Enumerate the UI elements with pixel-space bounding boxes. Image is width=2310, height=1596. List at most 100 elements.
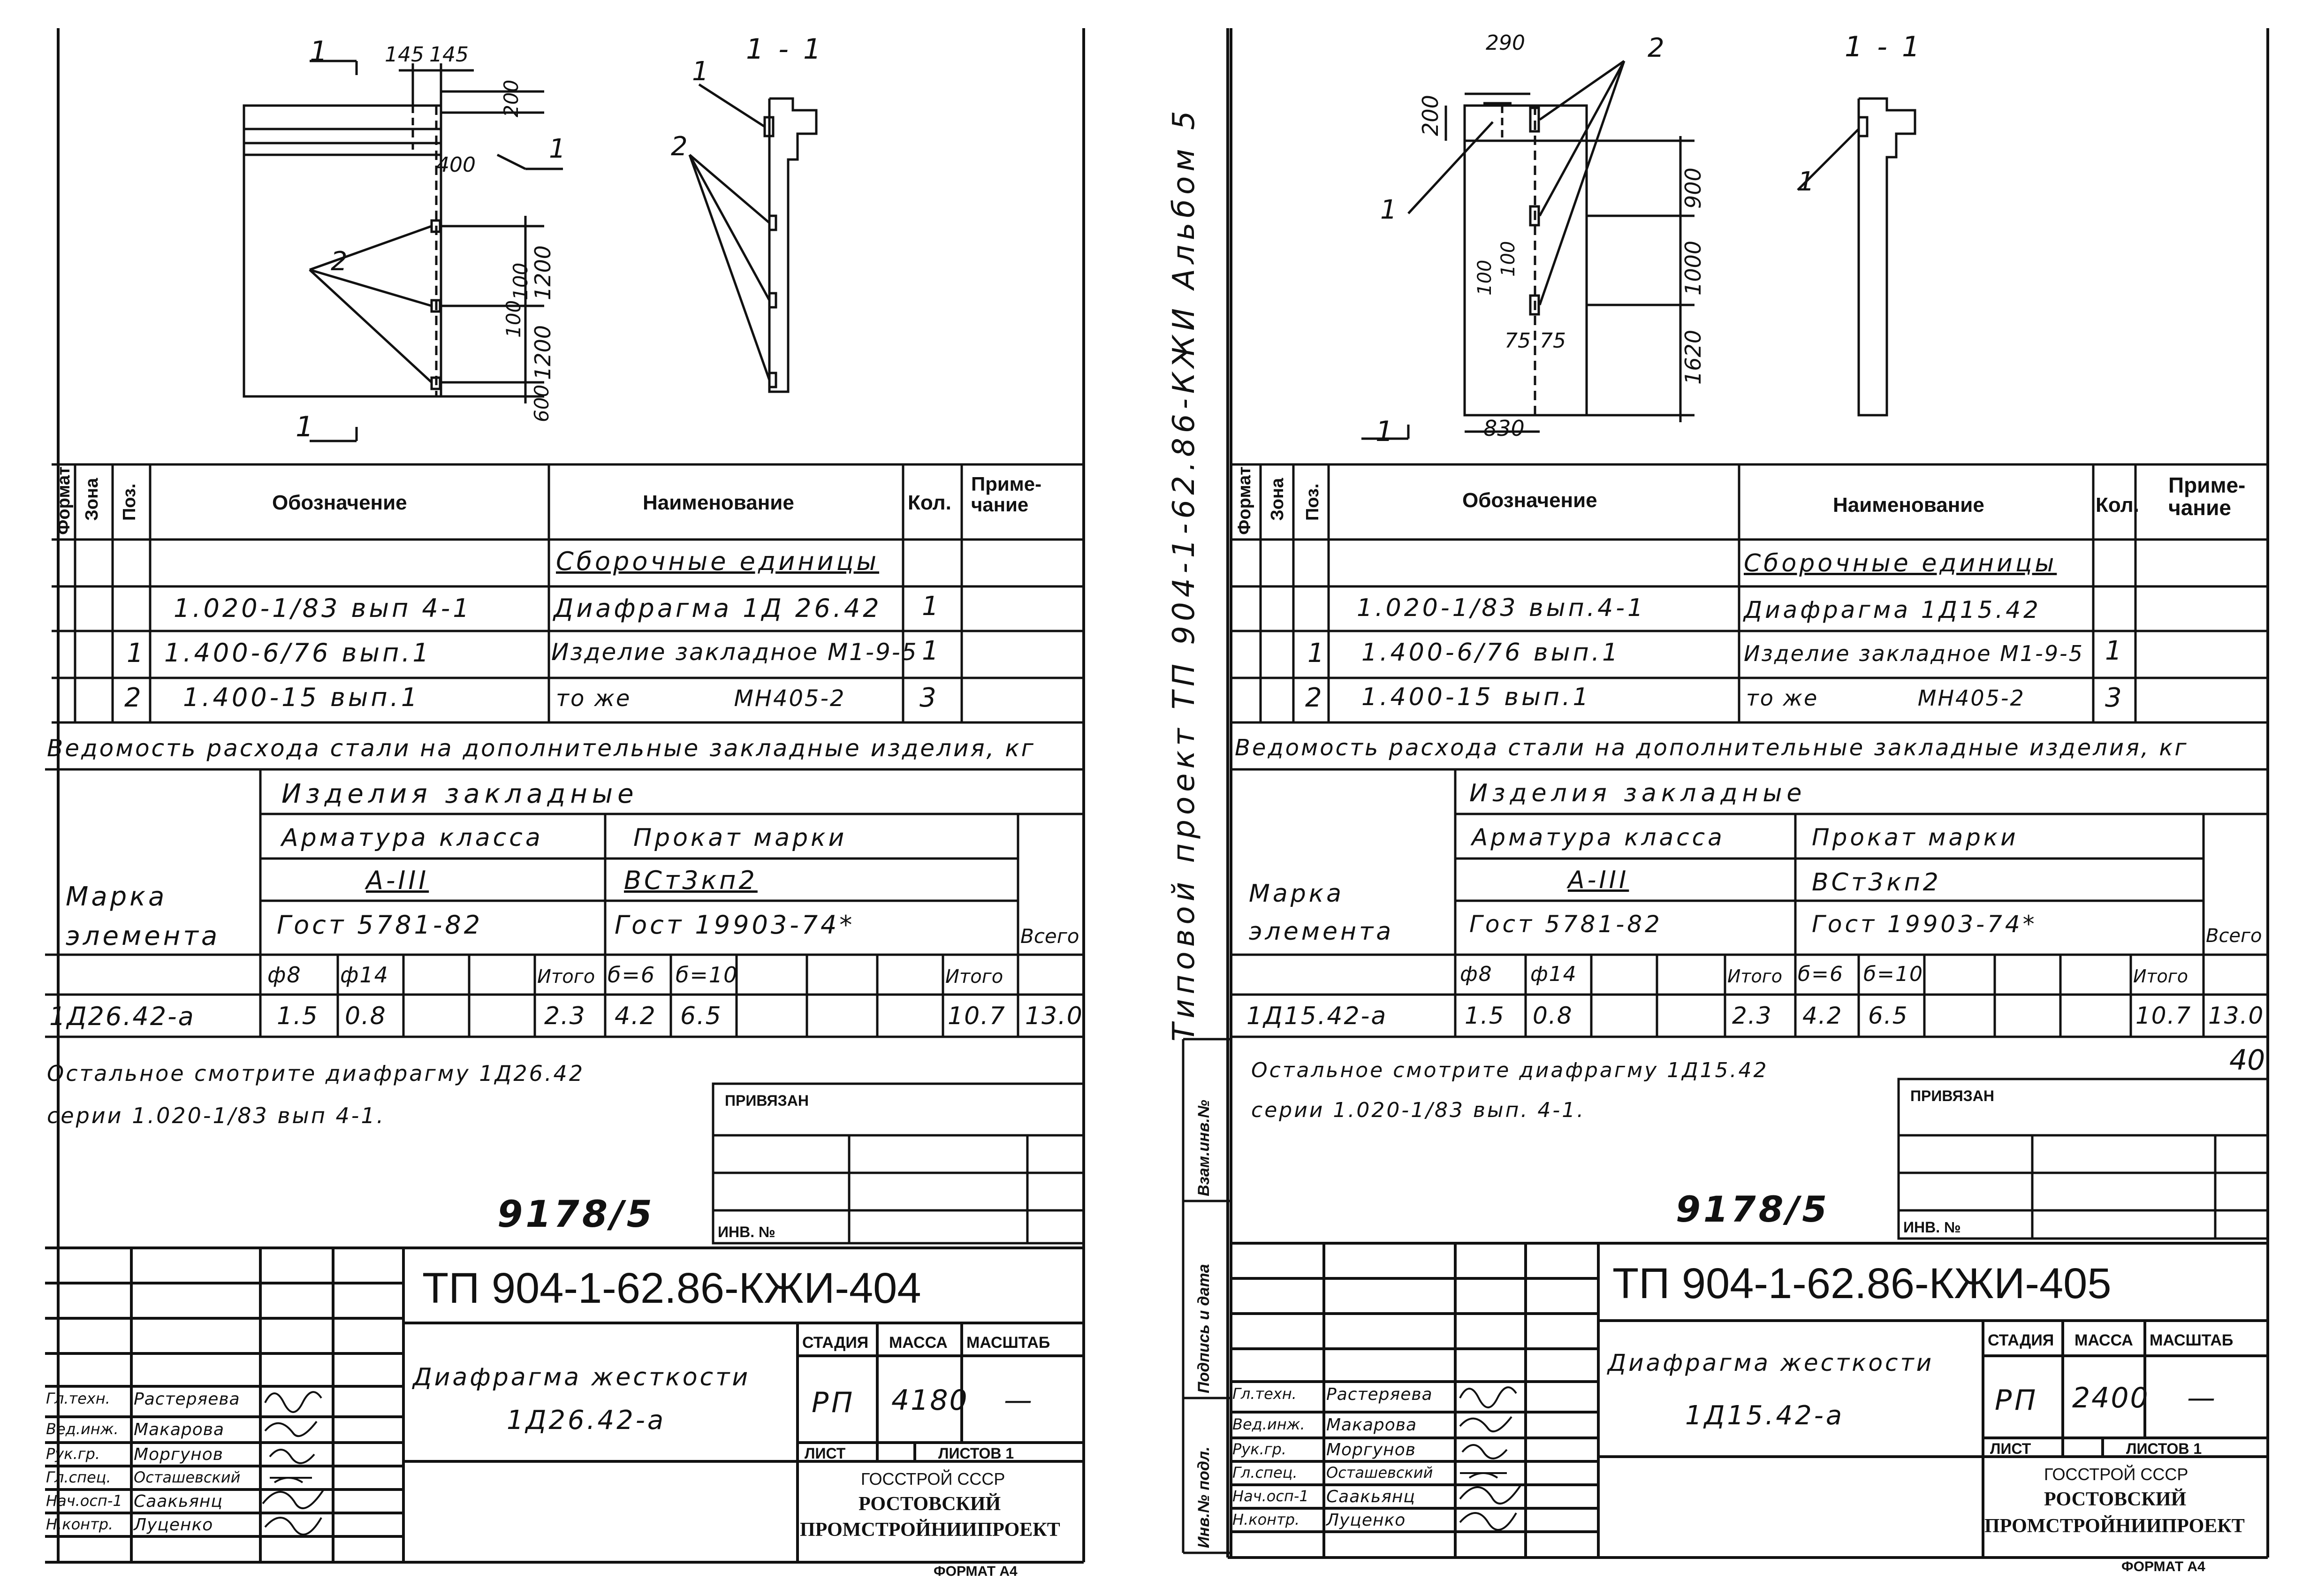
position-1-label: 1 bbox=[549, 134, 569, 164]
steel-rebar-gost: Гост 5781-82 bbox=[1469, 911, 1663, 938]
note-line-1: Остальное смотрите диафрагму 1Д15.42 bbox=[1251, 1058, 1769, 1082]
sheets-label: ЛИСТОВ 1 bbox=[2126, 1440, 2202, 1457]
right-sheet-lines bbox=[1182, 28, 2269, 1559]
spec-row-name: Изделие закладное М1-9-5 bbox=[551, 638, 918, 666]
stage-label: СТАДИЯ bbox=[1988, 1331, 2054, 1349]
signer-role: Н.контр. bbox=[46, 1515, 114, 1533]
steel-col-header: ф8 bbox=[1460, 962, 1493, 986]
inv-no-label: ИНВ. № bbox=[718, 1224, 775, 1240]
section-mark-top: 1 bbox=[310, 35, 331, 68]
steel-rebar: Арматура класса bbox=[281, 824, 543, 852]
steel-total-label: Всего bbox=[1020, 925, 1079, 948]
steel-value: 6.5 bbox=[1868, 1002, 1908, 1029]
stage-value: РП bbox=[1995, 1384, 2039, 1417]
signer-name: Луценко bbox=[134, 1515, 213, 1535]
steel-total-value: 13.0 bbox=[1025, 1002, 1083, 1030]
signer-name: Осташевский bbox=[1326, 1464, 1433, 1482]
scale-label: МАСШТАБ bbox=[966, 1334, 1050, 1352]
steel-table-title: Ведомость расхода стали на дополнительны… bbox=[47, 735, 1035, 762]
right-spec-grid bbox=[1231, 463, 2268, 724]
left-steel-grid bbox=[45, 768, 1084, 1038]
spec-col-designation: Обозначение bbox=[1462, 489, 1597, 512]
dim-830: 830 bbox=[1483, 416, 1525, 441]
steel-value: 0.8 bbox=[345, 1002, 387, 1030]
steel-rebar: Арматура класса bbox=[1472, 824, 1725, 851]
format-label: ФОРМАТ А4 bbox=[2121, 1559, 2205, 1574]
right-sheet: Типовой проект ТП 904-1-62.86-КЖИ Альбом… bbox=[1155, 0, 2310, 1596]
signer-role: Вед.инж. bbox=[1232, 1415, 1305, 1433]
spec-row-designation: 1.400-15 вып.1 bbox=[183, 683, 420, 712]
spec-row-name: то же МН405-2 bbox=[1746, 685, 2025, 711]
dim-400: 400 bbox=[436, 153, 476, 177]
steel-mark-label: Марка элемента bbox=[1249, 880, 1394, 946]
mass-value: 4180 bbox=[891, 1384, 969, 1417]
privyazan-label: ПРИВЯЗАН bbox=[1910, 1087, 1994, 1104]
position-2-label: 2 bbox=[1648, 33, 1667, 63]
spec-row-qty: 1 bbox=[922, 636, 942, 666]
spec-row-pos: 2 bbox=[124, 683, 144, 713]
signer-name: Моргунов bbox=[1326, 1440, 1416, 1459]
spec-col-designation: Обозначение bbox=[272, 491, 407, 514]
org-line-1: ГОССТРОЙ СССР bbox=[861, 1469, 1005, 1489]
page-number: 40 bbox=[2229, 1044, 2265, 1077]
steel-col-header: Итого bbox=[537, 966, 595, 988]
position-2-label: 2 bbox=[331, 246, 350, 277]
section-mark-bottom: 1 bbox=[1375, 415, 1397, 448]
privyazan-label: ПРИВЯЗАН bbox=[725, 1092, 809, 1109]
note-line-1: Остальное смотрите диафрагму 1Д26.42 bbox=[47, 1061, 585, 1086]
note-line-2: серии 1.020-1/83 вып 4-1. bbox=[47, 1103, 386, 1128]
dim-290: 290 bbox=[1486, 31, 1525, 55]
right-stamp-strip bbox=[1182, 1038, 1231, 1554]
org-line-1: ГОССТРОЙ СССР bbox=[2044, 1465, 2188, 1484]
right-section bbox=[1797, 97, 1916, 417]
spec-row-qty: 3 bbox=[919, 683, 939, 713]
dim-145-a: 145 bbox=[385, 43, 424, 67]
steel-value: 1.5 bbox=[1465, 1002, 1505, 1029]
steel-value: 4.2 bbox=[615, 1002, 656, 1030]
steel-table-title: Ведомость расхода стали на дополнительны… bbox=[1235, 735, 2188, 761]
steel-col-header: Итого bbox=[2133, 966, 2188, 987]
archive-number: 9178/5 bbox=[497, 1193, 655, 1236]
spec-section-title: Сборочные единицы bbox=[1744, 549, 2057, 578]
left-section bbox=[688, 83, 818, 393]
spec-row-designation: 1.020-1/83 вып 4-1 bbox=[174, 593, 472, 623]
signer-role: Рук.гр. bbox=[1232, 1440, 1287, 1458]
steel-rebar-class: А-III bbox=[366, 866, 429, 895]
signer-role: Рук.гр. bbox=[46, 1445, 100, 1463]
steel-col-header: Итого bbox=[945, 966, 1003, 988]
section-title: 1 - 1 bbox=[746, 33, 824, 66]
steel-col-header: б=10 bbox=[676, 962, 738, 988]
scale-value: — bbox=[1004, 1384, 1035, 1417]
signer-role: Вед.инж. bbox=[46, 1420, 119, 1438]
format-label: ФОРМАТ А4 bbox=[934, 1564, 1018, 1579]
spec-col-qty: Кол. bbox=[908, 491, 951, 514]
steel-col-header: б=6 bbox=[608, 962, 656, 988]
sheets-label: ЛИСТОВ 1 bbox=[938, 1445, 1014, 1462]
spec-row-designation: 1.020-1/83 вып.4-1 bbox=[1357, 594, 1646, 622]
spec-row-name: Диафрагма 1Д15.42 bbox=[1744, 596, 2041, 623]
steel-group: Изделия закладные bbox=[281, 779, 638, 809]
dim-145-b: 145 bbox=[429, 43, 469, 67]
mass-label: МАССА bbox=[889, 1334, 948, 1352]
position-2-label-section: 2 bbox=[671, 131, 691, 162]
position-1-label-section: 1 bbox=[692, 56, 712, 87]
spec-col-name: Наименование bbox=[643, 491, 794, 514]
signer-name: Осташевский bbox=[134, 1468, 241, 1486]
inv-no-label: ИНВ. № bbox=[1903, 1219, 1961, 1236]
scale-value: — bbox=[2187, 1382, 2218, 1414]
right-title-grid bbox=[1231, 1242, 2268, 1558]
spec-row-designation: 1.400-15 вып.1 bbox=[1361, 683, 1591, 711]
drawing-title: Диафрагма жесткости bbox=[413, 1363, 751, 1391]
drawing-title: Диафрагма жесткости bbox=[1608, 1349, 1934, 1376]
position-1-label-section: 1 bbox=[1798, 167, 1817, 197]
signer-name: Саакьянц bbox=[134, 1492, 223, 1511]
archive-number: 9178/5 bbox=[1676, 1188, 1830, 1230]
dim-75-b: 75 bbox=[1540, 329, 1566, 353]
scale-label: МАСШТАБ bbox=[2150, 1331, 2234, 1349]
signer-role: Н.контр. bbox=[1232, 1511, 1300, 1528]
signer-name: Саакьянц bbox=[1326, 1487, 1415, 1506]
left-privyazan-grid bbox=[712, 1082, 1085, 1245]
spec-row-qty: 1 bbox=[2105, 636, 2125, 666]
stage-value: РП bbox=[812, 1386, 856, 1419]
steel-row-mark: 1Д15.42-а bbox=[1246, 1002, 1388, 1030]
